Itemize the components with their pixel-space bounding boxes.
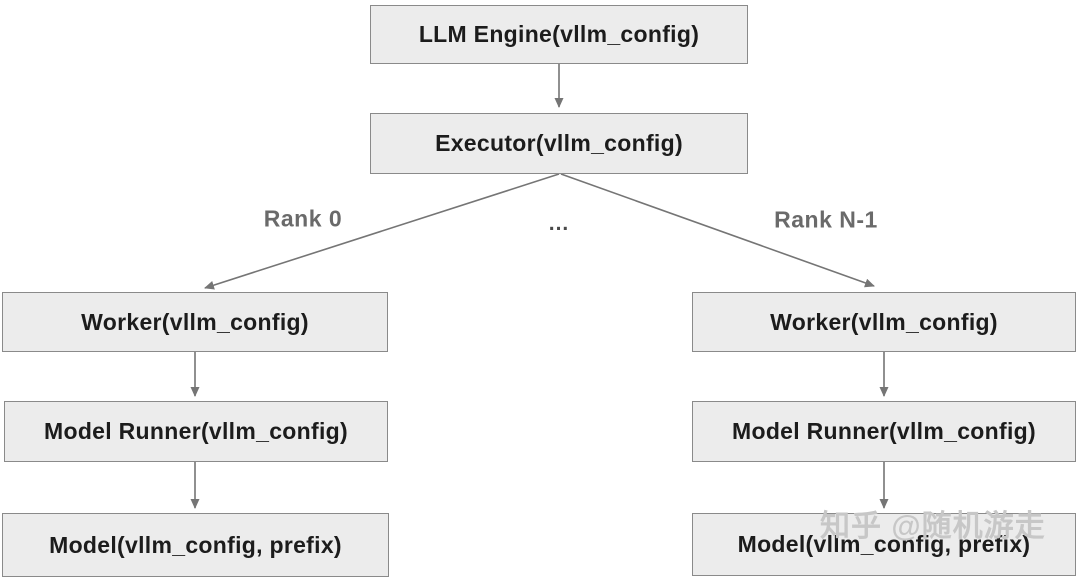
node-model-runner-rank-n-1: Model Runner(vllm_config) [692,401,1076,462]
node-executor-label: Executor(vllm_config) [435,130,683,156]
node-worker-rank-n-1-label: Worker(vllm_config) [770,308,998,335]
node-executor: Executor(vllm_config) [370,113,748,174]
node-model-rank-0: Model(vllm_config, prefix) [2,513,389,577]
node-model-runner-rank-0: Model Runner(vllm_config) [4,401,388,462]
node-llm-engine-label: LLM Engine(vllm_config) [418,21,700,47]
node-llm-engine: LLM Engine(vllm_config) [370,5,748,64]
node-model-rank-n-1: Model(vllm_config, prefix) [692,513,1076,576]
edge-label-rank-n-1: Rank N-1 [774,206,878,233]
edge-executor-to-worker-left [204,173,560,290]
node-worker-rank-0: Worker(vllm_config) [2,292,388,352]
node-model-rank-0-label: Model(vllm_config, prefix) [49,531,342,558]
node-model-rank-n-1-label: Model(vllm_config, prefix) [737,531,1031,557]
node-worker-rank-n-1: Worker(vllm_config) [692,292,1076,352]
edge-label-rank-0: Rank 0 [263,205,343,232]
watermark: 知乎 @随机游走 [820,510,1046,543]
node-model-runner-rank-n-1-label: Model Runner(vllm_config) [732,418,1036,444]
node-model-runner-rank-0-label: Model Runner(vllm_config) [44,418,348,444]
edge-label-ellipsis: ... [548,212,570,235]
node-worker-rank-0-label: Worker(vllm_config) [81,308,309,335]
